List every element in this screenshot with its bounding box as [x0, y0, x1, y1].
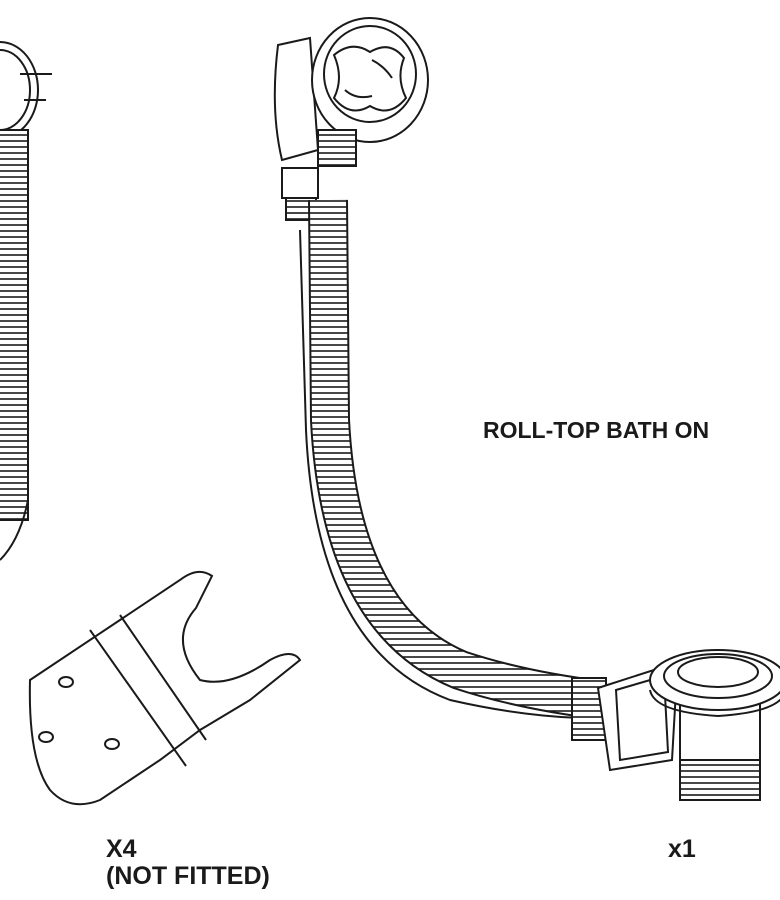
mounting-clip-icon	[28, 570, 302, 806]
installation-note-heading: ROLL-TOP BATH ON	[483, 417, 710, 443]
overflow-knob-icon	[273, 17, 429, 221]
clip-quantity-label: X4	[106, 835, 137, 863]
waste-plug-icon	[571, 649, 780, 801]
waste-quantity-label: x1	[668, 835, 696, 863]
partial-waste-assembly	[0, 41, 52, 561]
clip-fitting-note: (NOT FITTED)	[106, 862, 270, 890]
flexible-hose-icon	[299, 199, 603, 720]
